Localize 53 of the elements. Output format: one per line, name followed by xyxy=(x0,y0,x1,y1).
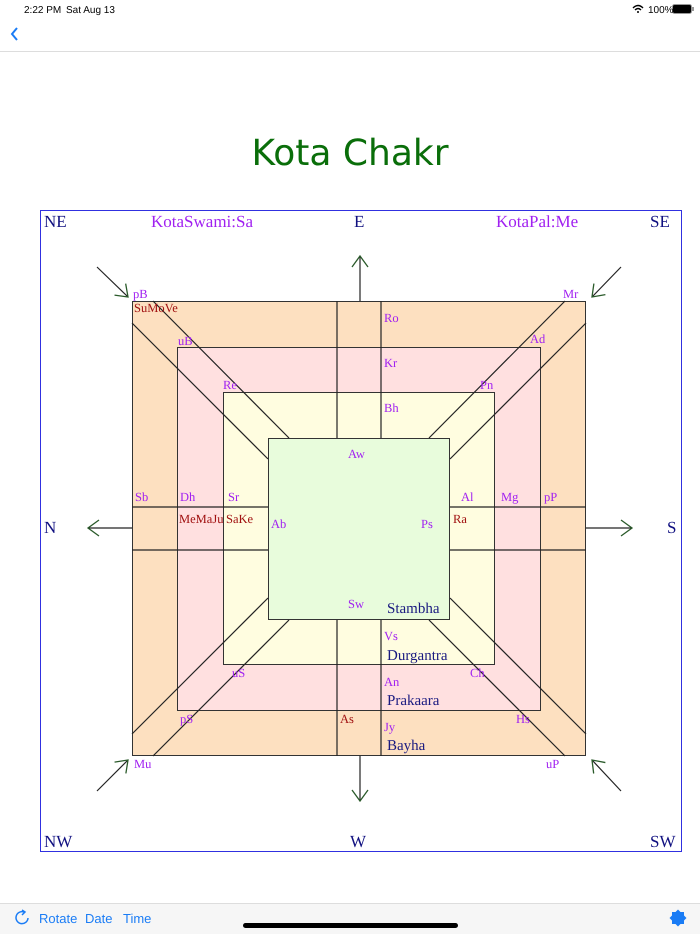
direction-label: NE xyxy=(44,213,67,232)
direction-label: SE xyxy=(650,213,670,232)
toolbar-button: Rotate xyxy=(39,911,78,926)
planet-label: Ra xyxy=(453,513,467,527)
zone-label: Pn xyxy=(480,379,494,393)
diagram-title: Kota Chakr xyxy=(250,133,450,174)
zone-label: Sb xyxy=(135,491,148,505)
square-region xyxy=(177,347,541,711)
zone-label: Dh xyxy=(180,491,196,505)
region-name: Stambha xyxy=(387,601,440,618)
zone-label: uP xyxy=(546,758,560,772)
zone-label: Mr xyxy=(563,288,578,302)
direction-label: SW xyxy=(650,833,676,852)
toolbar-button: Time xyxy=(123,911,152,926)
zone-label: Al xyxy=(461,491,474,505)
zone-label: Vs xyxy=(384,630,398,644)
status-text: 100% xyxy=(648,5,674,16)
zone-label: Mu xyxy=(134,758,152,772)
heading-label: KotaPal:Me xyxy=(496,213,578,232)
region-name: Durgantra xyxy=(387,648,448,665)
zone-label: Ps xyxy=(421,518,433,532)
planet-label: As xyxy=(340,713,354,727)
square-region xyxy=(268,438,450,620)
toolbar-button: Date xyxy=(85,911,112,926)
zone-label: Jy xyxy=(384,721,396,735)
region-name: Prakaara xyxy=(387,693,440,710)
zone-label: Hs xyxy=(516,713,530,727)
status-text: 2:22 PM xyxy=(24,5,62,16)
zone-label: Kr xyxy=(384,357,398,371)
direction-label: E xyxy=(354,213,364,232)
zone-label: Ad xyxy=(530,333,546,347)
zone-label: An xyxy=(384,676,400,690)
direction-label: N xyxy=(44,519,56,538)
zone-label: pP xyxy=(544,491,558,505)
status-text: Sat Aug 13 xyxy=(66,5,115,16)
direction-label: S xyxy=(667,519,676,538)
zone-label: Bh xyxy=(384,402,399,416)
planet-label: SaKe xyxy=(226,513,254,527)
direction-label: NW xyxy=(44,833,72,852)
zone-label: Sr xyxy=(228,491,240,505)
zone-label: Aw xyxy=(348,448,365,462)
zone-label: Ro xyxy=(384,312,399,326)
zone-label: Sw xyxy=(348,598,364,612)
square-region xyxy=(223,392,495,665)
square-region xyxy=(132,301,586,756)
zone-label: uB xyxy=(178,335,193,349)
zone-label: Ab xyxy=(271,518,286,532)
zone-label: Re xyxy=(223,379,237,393)
zone-label: Mg xyxy=(501,491,518,505)
zone-label: pB xyxy=(133,288,148,302)
direction-label: W xyxy=(350,833,366,852)
heading-label: KotaSwami:Sa xyxy=(151,213,253,232)
region-name: Bayha xyxy=(387,738,426,755)
